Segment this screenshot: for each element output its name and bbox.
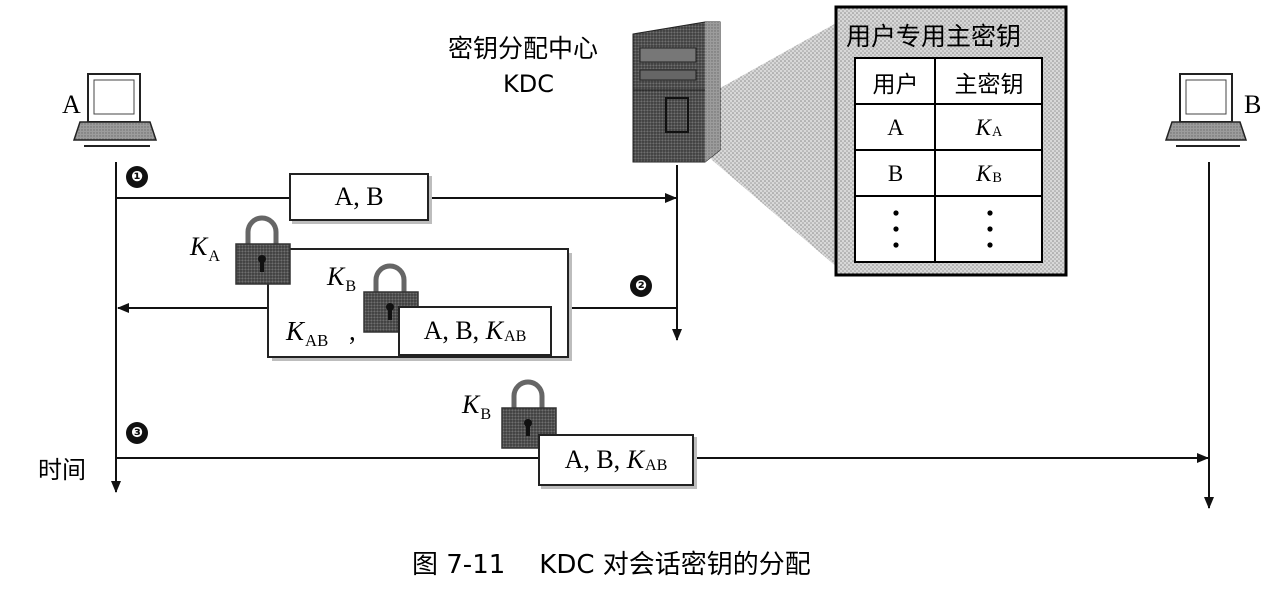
step-2-badge: ❷ — [630, 275, 652, 297]
key-table-row-b-key-k: K — [976, 161, 992, 186]
computer-b-icon — [1164, 73, 1248, 147]
key-table-header-key: 主密钥 — [954, 72, 1024, 98]
key-table — [834, 5, 1068, 277]
key-table-title: 用户专用主密钥 — [846, 22, 1022, 51]
figure-caption: 图 7-11 KDC 对会话密钥的分配 — [412, 552, 811, 578]
computer-a-icon — [72, 73, 158, 147]
kdc-name-en: KDC — [503, 70, 554, 98]
step-3-badge: ❸ — [126, 422, 148, 444]
figure-number: 图 7-11 — [412, 550, 506, 580]
label-ka-sub: A — [208, 247, 220, 265]
packet-step2-kab-sub: AB — [305, 330, 329, 350]
kdc-name-cn: 密钥分配中心 — [448, 34, 599, 63]
key-table-row-a-user: A — [887, 115, 904, 140]
label-kb-step3-k: K — [462, 390, 480, 419]
key-table-header-user: 用户 — [872, 72, 919, 98]
label-kb-sub: B — [345, 277, 357, 295]
label-kb-k: K — [327, 262, 345, 291]
packet-step2-inner-sub: AB — [504, 327, 527, 345]
key-table-row-b-key-sub: B — [992, 170, 1002, 187]
message-step3-sub: AB — [645, 456, 668, 474]
message-step3-k: K — [626, 445, 645, 474]
packet-step2-inner-k: K — [485, 316, 504, 345]
key-table-row-b-user: B — [887, 161, 904, 186]
label-kb-step3: KB — [462, 390, 491, 423]
label-kb: KB — [327, 262, 356, 295]
kdc-beam — [690, 22, 838, 268]
key-table-row-a-key-k: K — [975, 115, 992, 140]
figure-title: KDC 对会话密钥的分配 — [539, 550, 811, 580]
lock-ka-icon — [235, 215, 291, 285]
key-table-row-a-key-sub: A — [992, 124, 1003, 141]
packet-step2-kab: KAB , — [286, 316, 356, 349]
packet-step2-comma: , — [349, 316, 356, 346]
label-ka-k: K — [190, 232, 208, 261]
packet-step2-kab-k: K — [286, 316, 305, 346]
message-step3-ab: A, B, — [564, 445, 627, 474]
label-kb-step3-sub: B — [480, 405, 492, 423]
host-b-label: B — [1244, 90, 1262, 119]
time-axis-label: 时间 — [38, 456, 86, 484]
label-ka: KA — [190, 232, 220, 265]
step-1-badge: ❶ — [126, 166, 148, 188]
kdc-server-icon — [632, 21, 721, 163]
message-step1: A, B — [289, 173, 429, 221]
packet-step2-inner-ab: A, B, — [423, 316, 486, 345]
host-a-label: A — [62, 90, 81, 119]
